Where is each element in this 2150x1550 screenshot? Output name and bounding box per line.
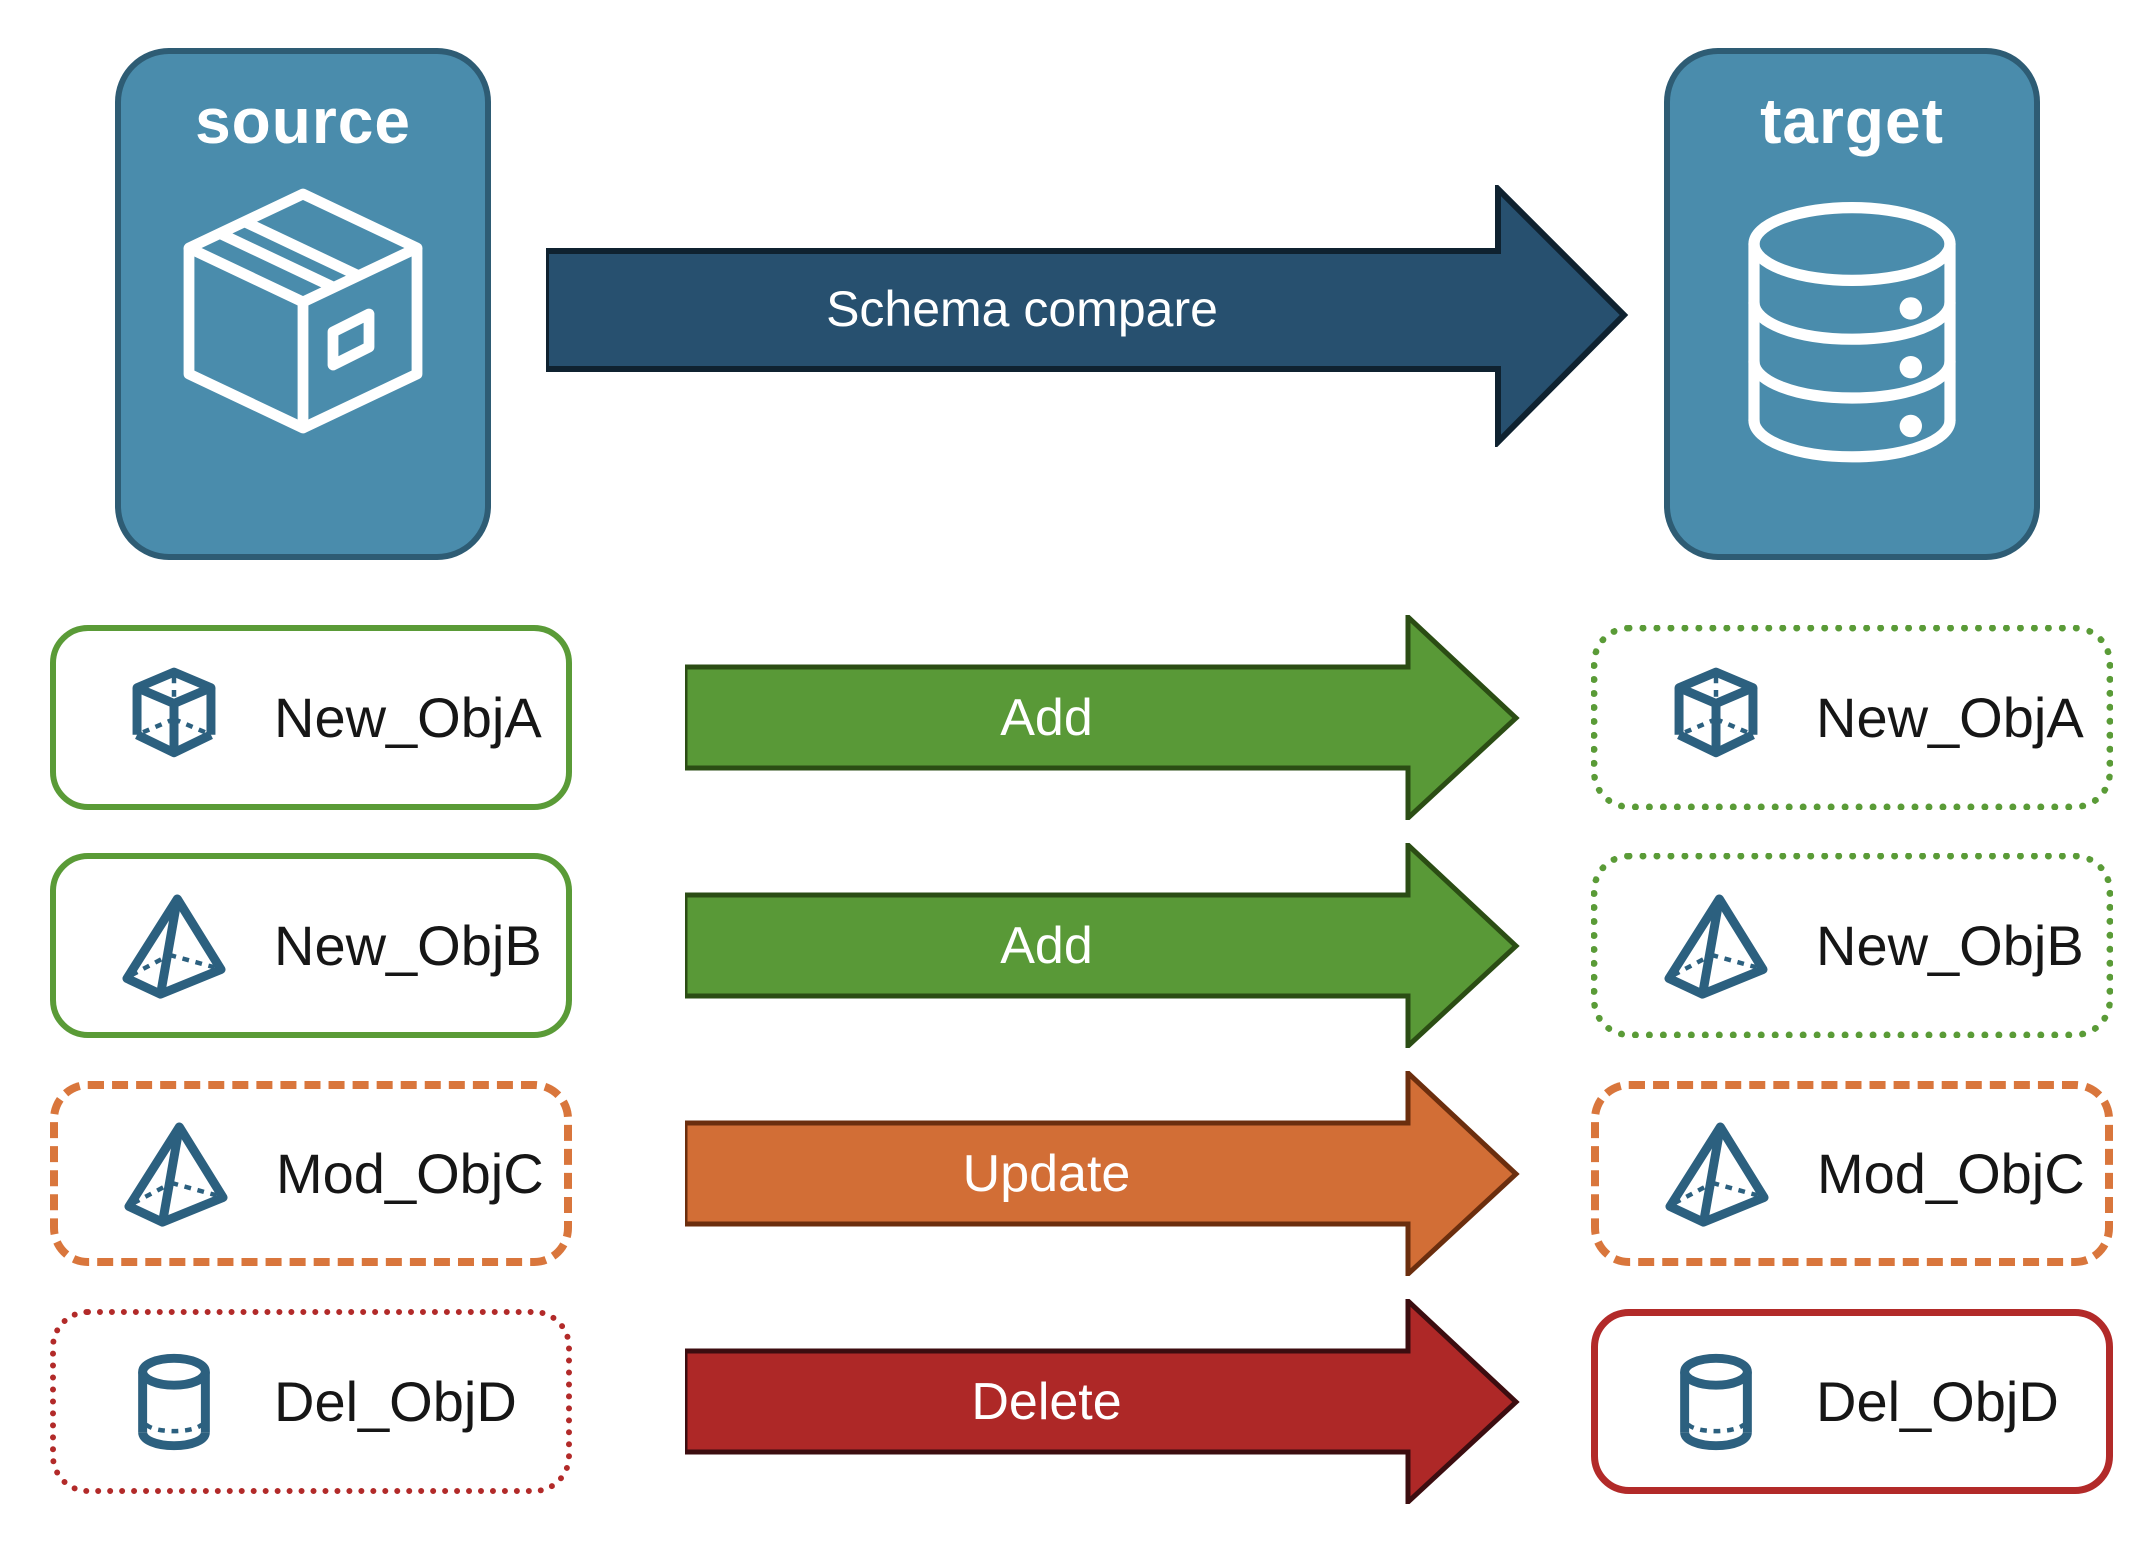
cube-3d-icon [1660,662,1772,774]
pyramid-icon [118,890,230,1002]
delete-arrow [685,1299,1520,1504]
source-title: source [195,85,411,157]
object-label: New_ObjB [1816,914,2084,977]
add-arrow [685,615,1520,820]
update-arrow [685,1071,1520,1276]
database-icon [1748,202,1956,463]
package-box-icon [183,188,423,434]
object-label: Del_ObjD [1816,1370,2059,1433]
object-label: New_ObjB [274,914,542,977]
target-card: target [1664,48,2040,560]
schema-compare-arrow [546,185,1629,447]
pyramid-icon [120,1118,232,1230]
cylinder-icon [118,1346,230,1458]
target-title: target [1760,85,1944,157]
object-label: Mod_ObjC [276,1142,544,1205]
source-object-del-objd: Del_ObjD [50,1309,572,1494]
target-object-new-objb: New_ObjB [1591,853,2113,1038]
target-object-del-objd: Del_ObjD [1591,1309,2113,1494]
object-label: New_ObjA [274,686,542,749]
cylinder-icon [1660,1346,1772,1458]
target-object-new-obja: New_ObjA [1591,625,2113,810]
source-object-new-obja: New_ObjA [50,625,572,810]
pyramid-icon [1660,890,1772,1002]
cube-3d-icon [118,662,230,774]
source-object-mod-objc: Mod_ObjC [50,1081,572,1266]
target-object-mod-objc: Mod_ObjC [1591,1081,2113,1266]
source-card: source [115,48,491,560]
source-object-new-objb: New_ObjB [50,853,572,1038]
object-label: New_ObjA [1816,686,2084,749]
add-arrow [685,843,1520,1048]
object-label: Mod_ObjC [1817,1142,2085,1205]
object-label: Del_ObjD [274,1370,517,1433]
pyramid-icon [1661,1118,1773,1230]
